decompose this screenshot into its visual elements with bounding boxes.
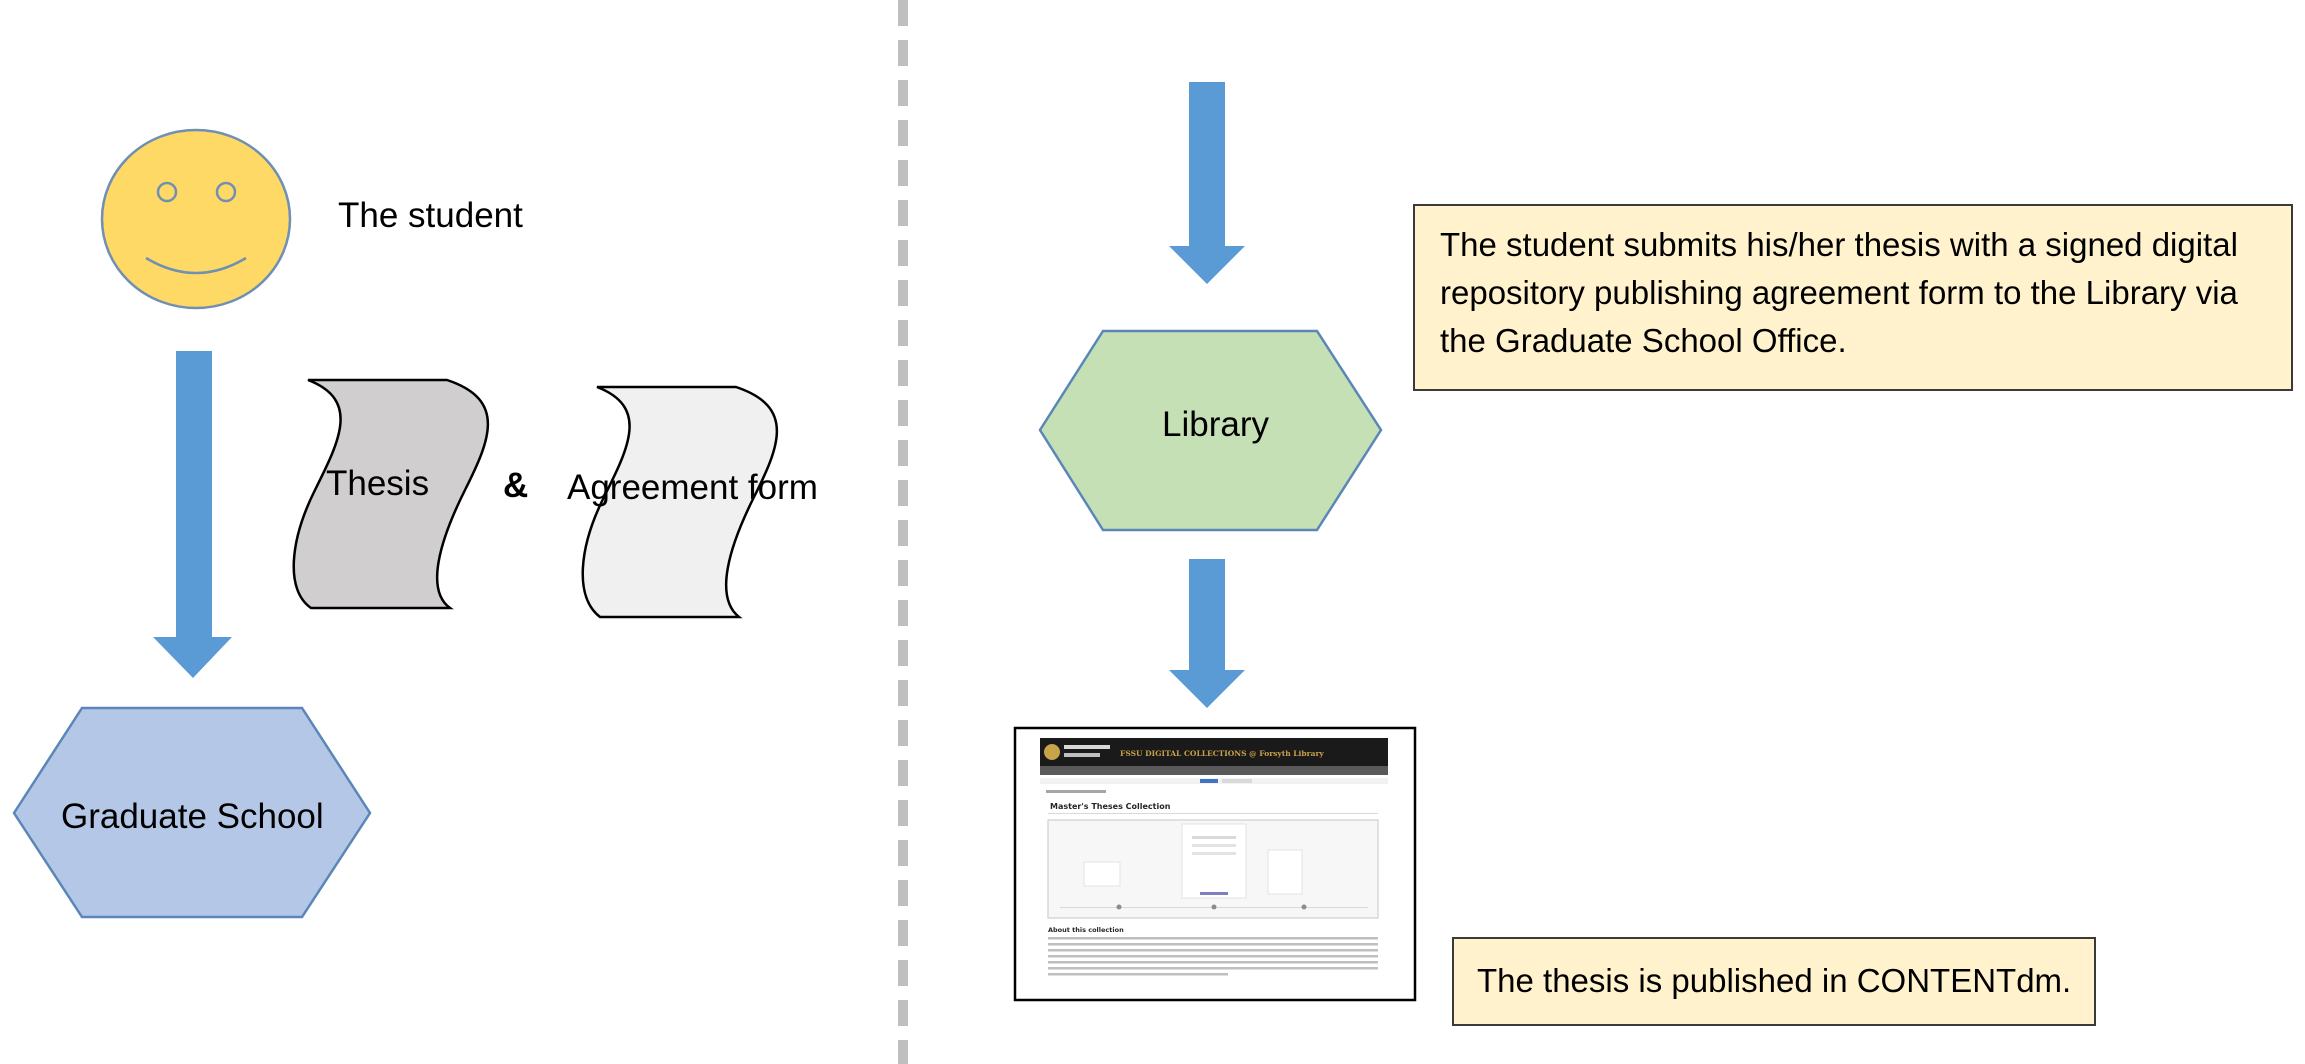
graduate-school-hexagon: [12, 706, 372, 919]
agreement-form-document-icon: [581, 385, 778, 619]
thesis-document-icon: [292, 378, 489, 610]
screenshot-site-title: FSSU DIGITAL COLLECTIONS @ Forsyth Libra…: [1120, 749, 1324, 758]
smiley-face-icon: [100, 128, 292, 310]
library-hexagon: [1038, 329, 1383, 532]
student-label: The student: [338, 196, 523, 235]
down-arrow-to-contentdm: [1169, 559, 1245, 708]
ampersand-label: &: [503, 466, 529, 505]
down-arrow-to-library: [1169, 82, 1245, 284]
published-note: The thesis is published in CONTENTdm.: [1452, 937, 2096, 1026]
down-arrow-student-to-graduate: [153, 351, 232, 678]
library-label: Library: [1162, 405, 1269, 444]
submission-note: The student submits his/her thesis with …: [1413, 204, 2293, 391]
graduate-school-label: Graduate School: [61, 797, 324, 836]
agreement-form-label: Agreement form: [567, 468, 818, 507]
screenshot-page-heading: Master's Theses Collection: [1050, 802, 1171, 811]
contentdm-screenshot-thumbnail: FSSU DIGITAL COLLECTIONS @ Forsyth Libra…: [1013, 726, 1417, 1002]
thesis-label: Thesis: [326, 464, 430, 503]
screenshot-section-heading: About this collection: [1048, 926, 1124, 934]
